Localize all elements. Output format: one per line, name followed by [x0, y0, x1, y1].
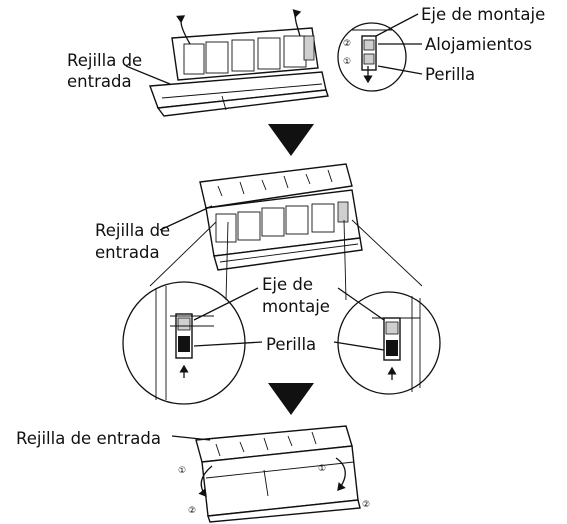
step1-detail-circle	[337, 22, 407, 92]
step1-grille-label-1: Rejilla de	[67, 51, 142, 70]
step2-grille-label-2: entrada	[95, 243, 160, 262]
down-triangle-icon-2	[268, 383, 314, 415]
step1-grille-label-2: entrada	[67, 72, 132, 91]
knob-leader	[377, 65, 423, 75]
axis-label: Eje de montaje	[421, 5, 545, 24]
down-triangle-icon	[268, 124, 314, 156]
knob-label: Perilla	[425, 65, 475, 84]
step2-unit	[199, 163, 363, 271]
step2-axis-label-1: Eje de	[262, 275, 313, 294]
step2-grille-leader	[159, 205, 213, 231]
step3-grille-leader	[171, 435, 211, 441]
step2-right-detail-circle	[337, 291, 441, 395]
step1-unit	[149, 9, 329, 117]
rotate-arrow-icon-right	[335, 457, 346, 491]
step2-axis-label-2: montaje	[262, 297, 330, 316]
knob-leader-right	[333, 341, 385, 351]
rotate-arrow-icon-left	[198, 465, 213, 498]
step1-marker-2: ②	[343, 39, 351, 49]
step3-grille-label: Rejilla de entrada	[16, 429, 161, 448]
axis-leader-right	[337, 287, 385, 321]
step3-marker-1-left: ①	[178, 466, 186, 476]
step3-marker-1-right: ①	[318, 464, 326, 474]
step2-grille-label-1: Rejilla de	[95, 221, 170, 240]
axis-leader	[375, 13, 419, 37]
step3-marker-2-right: ②	[362, 500, 370, 510]
step1-marker-1: ①	[343, 57, 351, 67]
step3-marker-2-left: ②	[188, 506, 196, 516]
step3-unit	[195, 425, 361, 523]
step2-left-detail-circle	[122, 281, 246, 405]
knob-leader-left	[193, 341, 263, 347]
axis-leader-left	[193, 287, 259, 321]
step1-grille-leader	[125, 65, 171, 85]
step2-knob-label: Perilla	[266, 335, 316, 354]
housings-label: Alojamientos	[425, 35, 532, 54]
